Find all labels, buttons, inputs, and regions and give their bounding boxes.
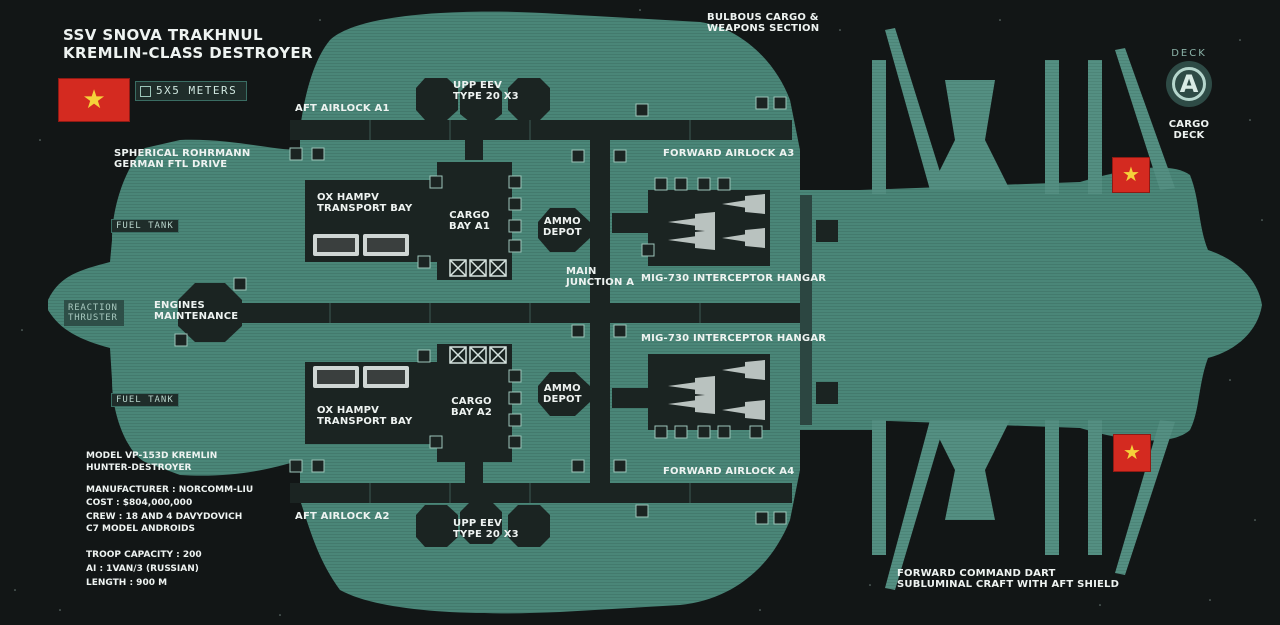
spec-cost: COST : $804,000,000 [86, 498, 193, 508]
aft-airlock-a1-label: AFT AIRLOCK A1 [295, 103, 390, 114]
ammo-depot-top-label: AMMO DEPOT [543, 216, 582, 238]
dart-flag-bottom: ★ [1113, 434, 1151, 472]
engines-maintenance-label: ENGINES MAINTENANCE [154, 300, 239, 322]
deck-caption: CARGO DECK [1168, 119, 1210, 141]
spec-crew: CREW : 18 AND 4 DAVYDOVICH C7 MODEL ANDR… [86, 512, 243, 534]
flag: ★ [58, 78, 130, 122]
command-dart-hull [860, 167, 1262, 441]
eev-bottom-label: UPP EEV TYPE 20 X3 [453, 518, 519, 540]
engine-section-hull [48, 139, 300, 476]
ship-class: KREMLIN-CLASS DESTROYER [63, 44, 313, 62]
eev-pods-top [416, 78, 550, 122]
deck-letter: A [1179, 70, 1199, 98]
ammo-depot-bottom [538, 372, 590, 416]
deck-a-icon: A [1166, 61, 1212, 107]
scale-label: 5X5 METERS [156, 84, 238, 97]
aft-airlock-a2-label: AFT AIRLOCK A2 [295, 511, 390, 522]
cargo-bay-a2-label: CARGO BAY A2 [451, 396, 493, 418]
hangar-bottom-label: MIG-730 INTERCEPTOR HANGAR [641, 333, 827, 344]
cargo-crate-icons [449, 259, 507, 364]
scale-square-icon [140, 86, 151, 97]
flag-star-icon: ★ [1123, 442, 1141, 464]
scale-legend: 5X5 METERS [135, 81, 247, 101]
dart-ribs [872, 28, 1175, 590]
reaction-thruster-tag: REACTION THRUSTER [68, 303, 118, 323]
vehicle-icons [313, 234, 409, 388]
ammo-depot-bottom-label: AMMO DEPOT [543, 383, 582, 405]
flag-star-icon: ★ [1122, 164, 1140, 186]
flag-star-icon: ★ [82, 83, 106, 114]
eev-pods-bottom [416, 502, 550, 547]
forward-airlock-a4-label: FORWARD AIRLOCK A4 [663, 466, 795, 477]
deck-badge: DECK A CARGO DECK [1160, 48, 1218, 141]
bulbous-section-label: BULBOUS CARGO & WEAPONS SECTION [707, 12, 820, 34]
fuel-tank-top-tag: FUEL TANK [111, 219, 179, 233]
transport-bay-bottom-label: OX HAMPV TRANSPORT BAY [317, 405, 413, 427]
eev-top-label: UPP EEV TYPE 20 X3 [453, 80, 519, 102]
main-junction-label: MAIN JUNCTION A [566, 266, 635, 288]
transport-bay-top-label: OX HAMPV TRANSPORT BAY [317, 192, 413, 214]
spec-troops: TROOP CAPACITY : 200 [86, 550, 202, 560]
panel-icons [174, 96, 787, 525]
spec-manufacturer: MANUFACTURER : NORCOMM-LIU [86, 485, 254, 495]
ship-name: SSV SNOVA TRAKHNUL [63, 26, 263, 44]
corridors [230, 120, 800, 503]
spec-length: LENGTH : 900 M [86, 578, 168, 588]
aircraft-icons [668, 194, 765, 420]
dart-flag-top: ★ [1112, 157, 1150, 193]
cargo-bay-a1-label: CARGO BAY A1 [449, 210, 491, 232]
hangar-top-label: MIG-730 INTERCEPTOR HANGAR [641, 273, 827, 284]
forward-airlock-a3-label: FORWARD AIRLOCK A3 [663, 148, 795, 159]
ftl-drive-label: SPHERICAL ROHRMANN GERMAN FTL DRIVE [114, 148, 251, 170]
fuel-tank-bottom-tag: FUEL TANK [111, 393, 179, 407]
ammo-depot-top [538, 208, 590, 252]
spec-ai: AI : 1VAN/3 (RUSSIAN) [86, 564, 199, 574]
spec-model: MODEL VP-153D KREMLIN HUNTER-DESTROYER [86, 451, 218, 473]
deck-label: DECK [1171, 48, 1207, 59]
engines-maintenance-room [178, 283, 242, 342]
command-dart-label: FORWARD COMMAND DART SUBLUMINAL CRAFT WI… [897, 568, 1120, 590]
